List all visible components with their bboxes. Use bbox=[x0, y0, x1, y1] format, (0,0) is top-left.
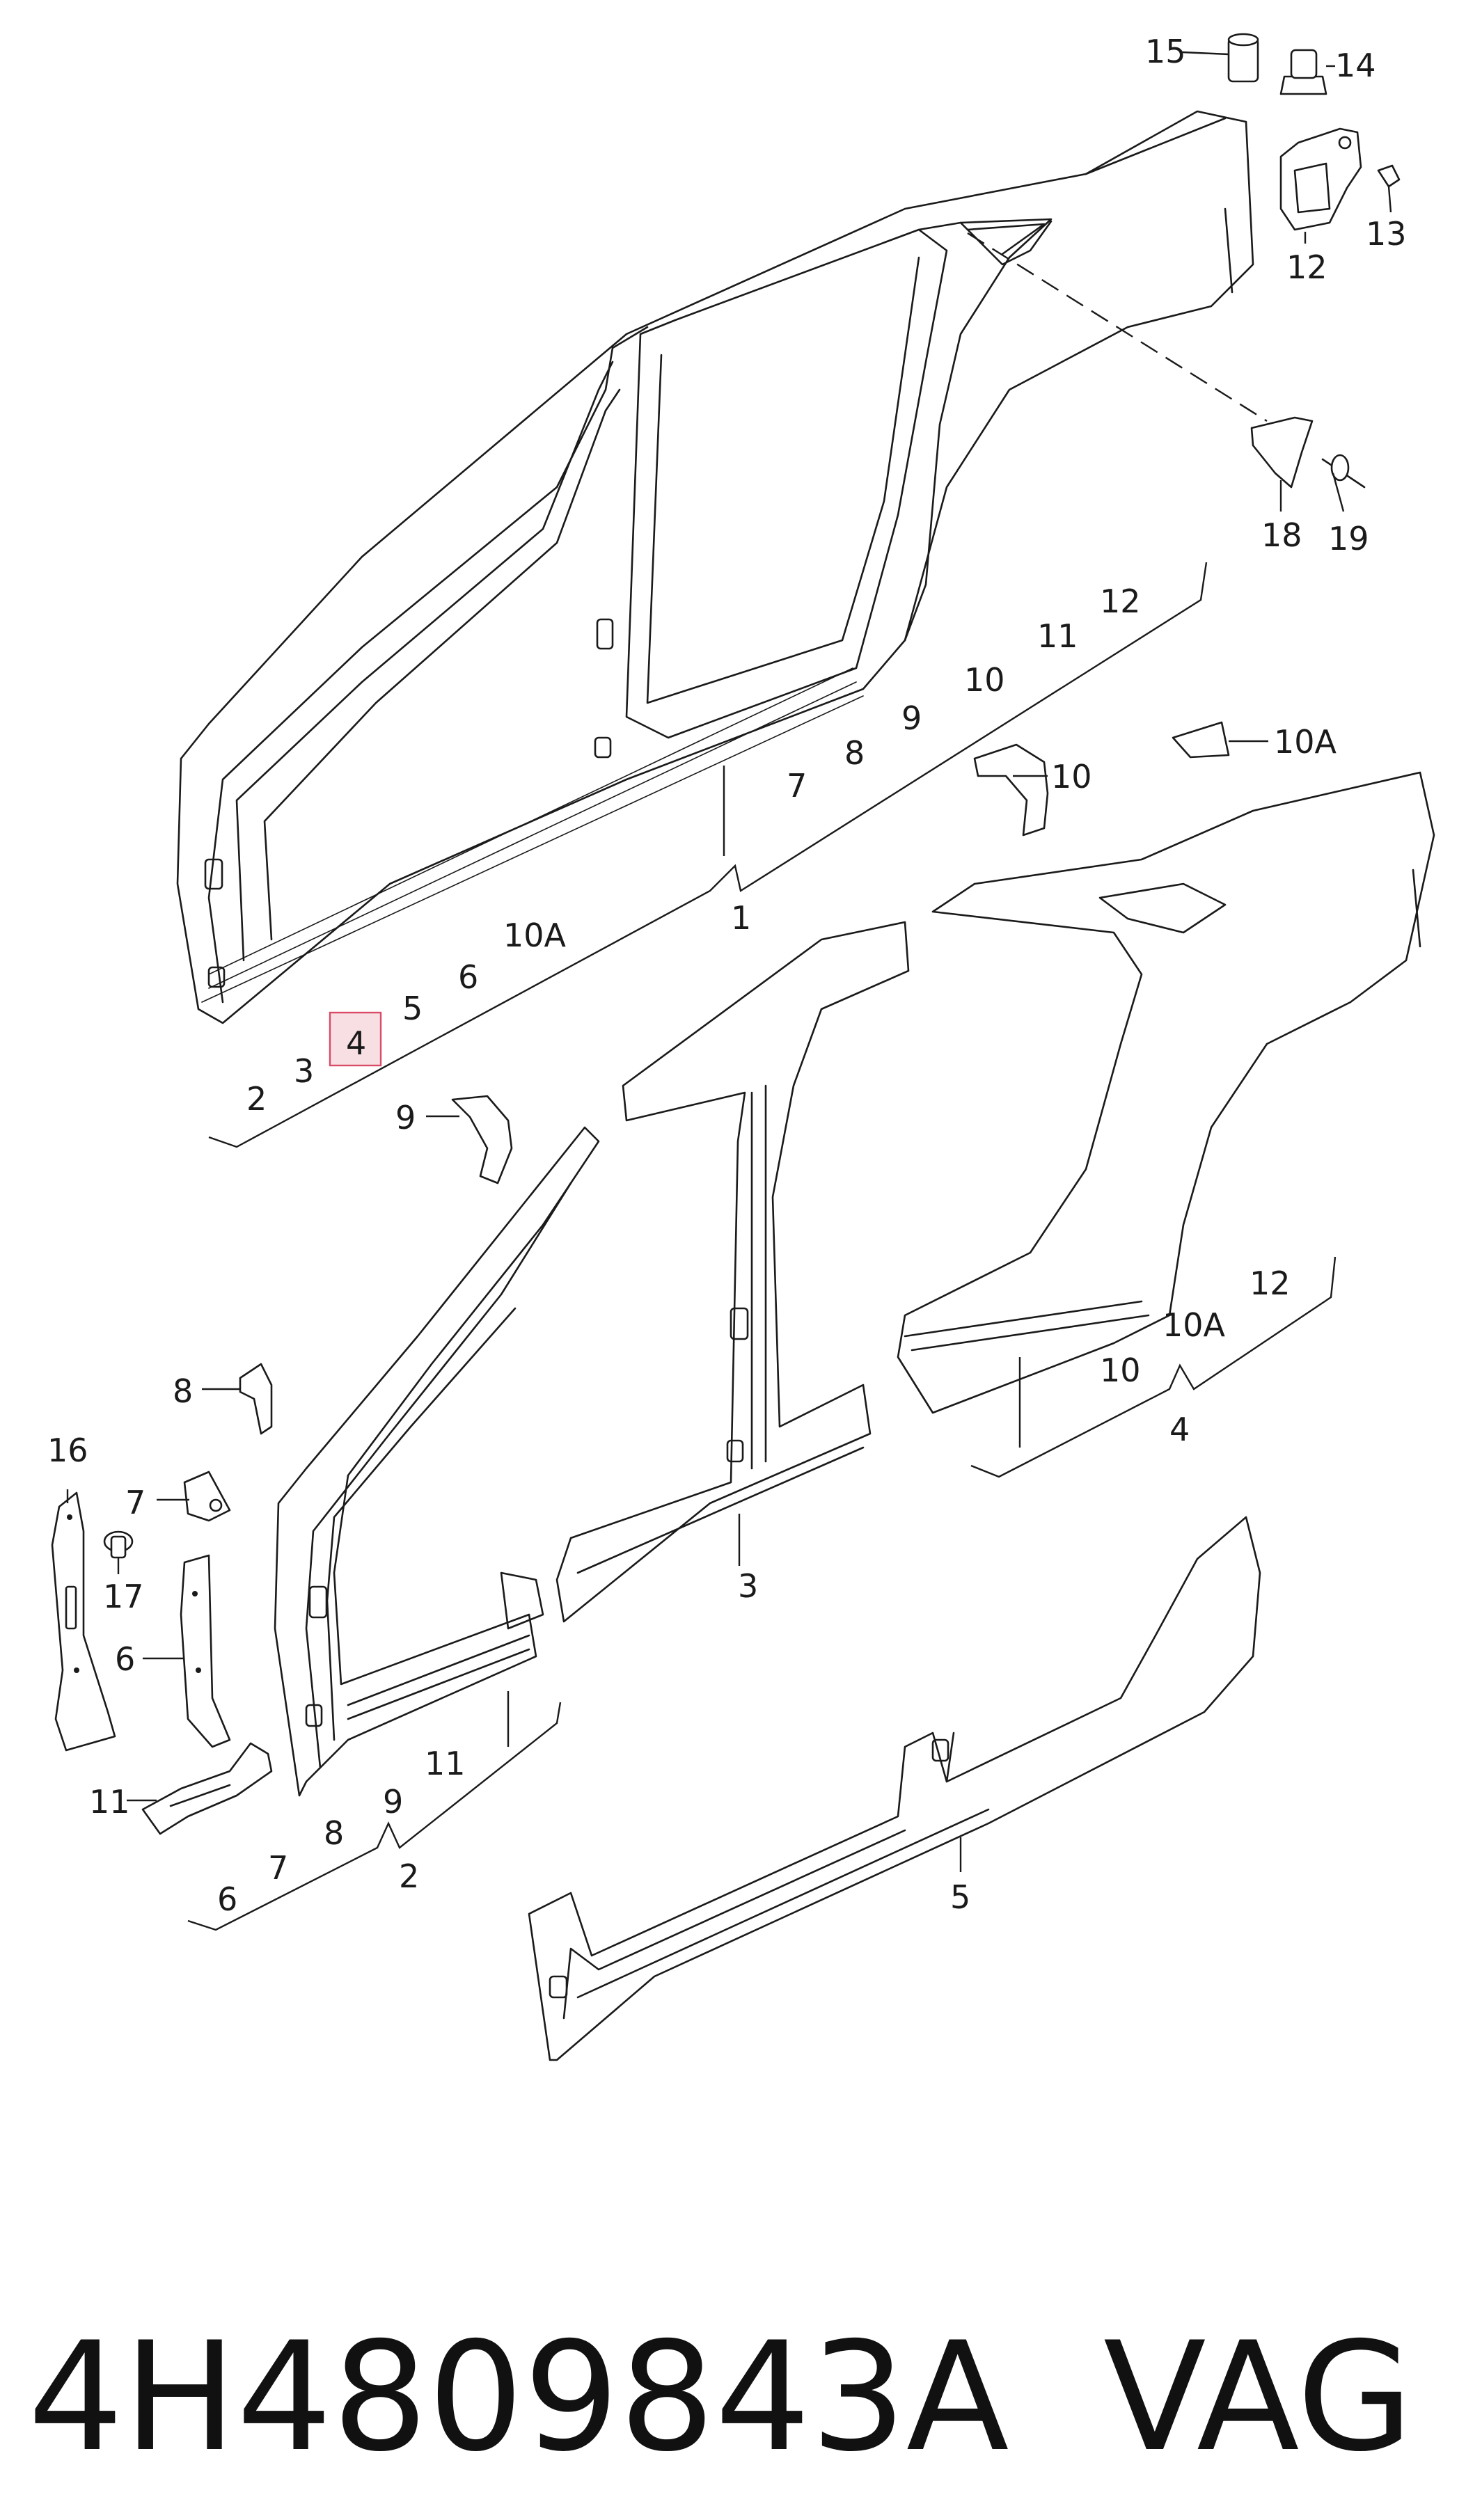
nut-15-icon bbox=[1227, 33, 1259, 83]
part-number: 4H4809843A bbox=[28, 2310, 1009, 2485]
bracket-10-icon bbox=[973, 743, 1049, 837]
rear-quarter-section bbox=[897, 771, 1435, 1414]
bracket1-item-11: 11 bbox=[1037, 617, 1078, 655]
bracket1-label: 1 bbox=[731, 899, 751, 937]
strip-16-icon bbox=[51, 1491, 116, 1752]
callout-10-part: 10 bbox=[1051, 758, 1092, 795]
callout-17: 17 bbox=[103, 1578, 144, 1615]
bracket4-item-12: 12 bbox=[1250, 1265, 1291, 1302]
highlight-box bbox=[329, 1011, 382, 1067]
bracket1-item-3: 3 bbox=[294, 1052, 314, 1090]
b-pillar-section bbox=[555, 921, 910, 1623]
bracket1-item-7: 7 bbox=[787, 767, 807, 805]
bracket1-item-6: 6 bbox=[458, 958, 478, 996]
bracket-8-icon bbox=[239, 1363, 273, 1435]
callout-15: 15 bbox=[1145, 33, 1186, 70]
bracket2-item-8: 8 bbox=[324, 1814, 344, 1852]
bracket1-item-9: 9 bbox=[901, 699, 922, 737]
bracket1-item-10: 10 bbox=[964, 661, 1005, 699]
a-pillar-section bbox=[274, 1126, 600, 1797]
callout-9-part: 9 bbox=[395, 1099, 416, 1136]
callout-8: 8 bbox=[173, 1372, 193, 1410]
nut-14-icon bbox=[1279, 49, 1327, 95]
callout-10A-part: 10A bbox=[1274, 723, 1337, 761]
side-panel-assembly bbox=[176, 110, 1254, 1024]
clip-13-icon bbox=[1377, 164, 1401, 188]
bracket4-item-10A: 10A bbox=[1162, 1306, 1226, 1344]
callout-5: 5 bbox=[950, 1878, 970, 1916]
bracket2-item-7: 7 bbox=[268, 1849, 288, 1887]
bolt-19-icon bbox=[1321, 454, 1366, 489]
callout-13: 13 bbox=[1366, 215, 1407, 253]
bracket-12-icon bbox=[1279, 127, 1362, 231]
bracket2-item-9: 9 bbox=[383, 1783, 403, 1821]
callout-3: 3 bbox=[738, 1567, 758, 1605]
callout-6-part: 6 bbox=[115, 1640, 135, 1678]
sill-section bbox=[528, 1516, 1261, 2061]
callout-12-top: 12 bbox=[1286, 248, 1327, 286]
wedge-10A-icon bbox=[1172, 721, 1230, 759]
bracket2-item-6: 6 bbox=[217, 1880, 237, 1918]
callout-14: 14 bbox=[1335, 47, 1376, 84]
callout-16: 16 bbox=[47, 1432, 88, 1469]
assembly-line bbox=[967, 232, 1268, 422]
bracket2-item-11: 11 bbox=[425, 1745, 466, 1782]
bracket4-item-10: 10 bbox=[1100, 1352, 1141, 1389]
bracket-18-icon bbox=[1250, 416, 1314, 489]
bracket-9-icon bbox=[451, 1095, 513, 1184]
reinforcement-6-icon bbox=[180, 1554, 231, 1748]
callout-18: 18 bbox=[1261, 516, 1302, 554]
bracket1-item-2: 2 bbox=[246, 1080, 267, 1118]
bracket1-item-8: 8 bbox=[844, 734, 865, 772]
bracket2-label: 2 bbox=[399, 1857, 419, 1895]
bracket1-item-12: 12 bbox=[1100, 583, 1141, 620]
bracket1-item-5: 5 bbox=[402, 990, 423, 1027]
brand-name: VAG bbox=[1103, 2310, 1414, 2485]
callout-labels: 15 14 12 13 18 19 2 3 4 5 6 10A 7 8 9 10… bbox=[47, 33, 1407, 1918]
callout-11-part: 11 bbox=[89, 1783, 130, 1821]
callout-19: 19 bbox=[1328, 520, 1369, 557]
bracket1-item-10A: 10A bbox=[503, 917, 567, 954]
plate-7-icon bbox=[183, 1471, 231, 1522]
bracket4-label: 4 bbox=[1169, 1411, 1190, 1448]
bolt-17-icon bbox=[103, 1530, 134, 1559]
leader-lines bbox=[66, 51, 1392, 1931]
bracket-11-icon bbox=[141, 1742, 273, 1835]
bracket1-item-4: 4 bbox=[346, 1024, 366, 1062]
callout-7-part: 7 bbox=[125, 1484, 145, 1521]
